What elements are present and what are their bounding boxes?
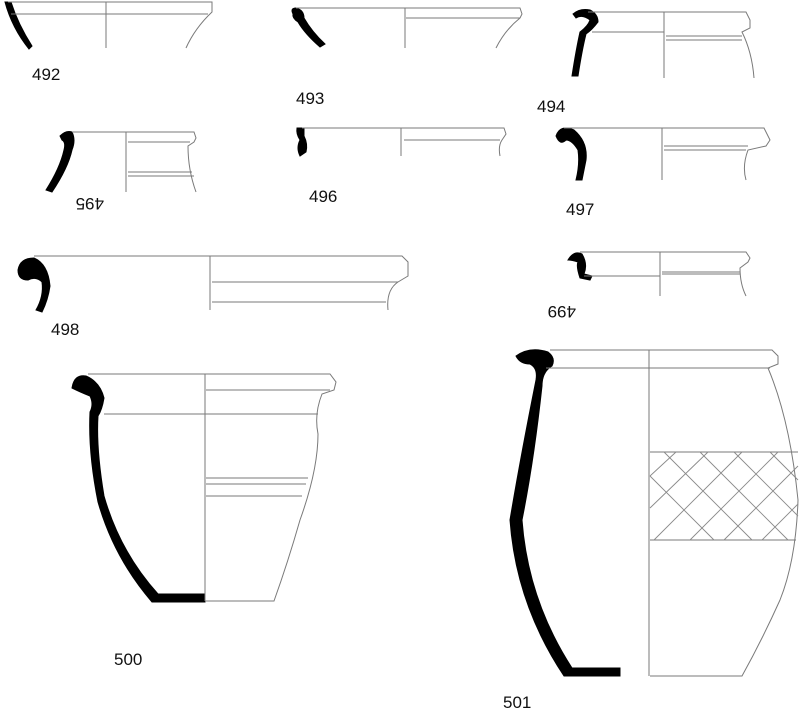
outline-494 — [588, 11, 755, 79]
outline-496 — [302, 127, 507, 157]
lattice-decoration-501 — [649, 451, 799, 541]
lattice-lines-501 — [649, 451, 799, 541]
sherd-499: 499 — [548, 251, 751, 321]
profile-section-496 — [296, 127, 308, 157]
profile-section-499 — [567, 252, 593, 281]
profile-section-495 — [45, 131, 75, 193]
outline-492 — [8, 1, 213, 49]
profile-section-492 — [4, 1, 33, 50]
outline-495 — [72, 131, 197, 193]
profile-section-497 — [555, 127, 587, 181]
label-494: 494 — [537, 97, 565, 116]
outline-501 — [546, 349, 799, 677]
label-500: 500 — [114, 650, 142, 669]
sherd-495: 495 — [45, 131, 197, 213]
sherd-498: 498 — [17, 255, 409, 339]
outline-500 — [88, 373, 337, 602]
profile-section-493 — [291, 7, 326, 48]
outline-498 — [34, 255, 409, 311]
label-492: 492 — [32, 65, 60, 84]
sherd-493: 493 — [291, 7, 523, 108]
profile-section-494 — [571, 9, 599, 77]
outline-499 — [580, 251, 751, 297]
label-496: 496 — [309, 187, 337, 206]
profile-section-500 — [71, 375, 206, 603]
label-497: 497 — [566, 200, 594, 219]
sherd-492: 492 — [4, 1, 213, 84]
profile-section-498 — [17, 257, 51, 313]
label-498: 498 — [51, 320, 79, 339]
label-493: 493 — [296, 89, 324, 108]
sherd-496: 496 — [296, 127, 507, 206]
profile-section-501 — [509, 349, 621, 677]
sherd-497: 497 — [555, 127, 771, 219]
sherd-501: 501 — [503, 349, 799, 712]
sherd-494: 494 — [537, 9, 755, 116]
outline-493 — [296, 7, 523, 49]
label-501: 501 — [503, 693, 531, 712]
sherd-500: 500 — [71, 373, 337, 669]
label-499: 499 — [548, 302, 576, 321]
label-495: 495 — [76, 194, 104, 213]
outline-497 — [564, 127, 771, 181]
